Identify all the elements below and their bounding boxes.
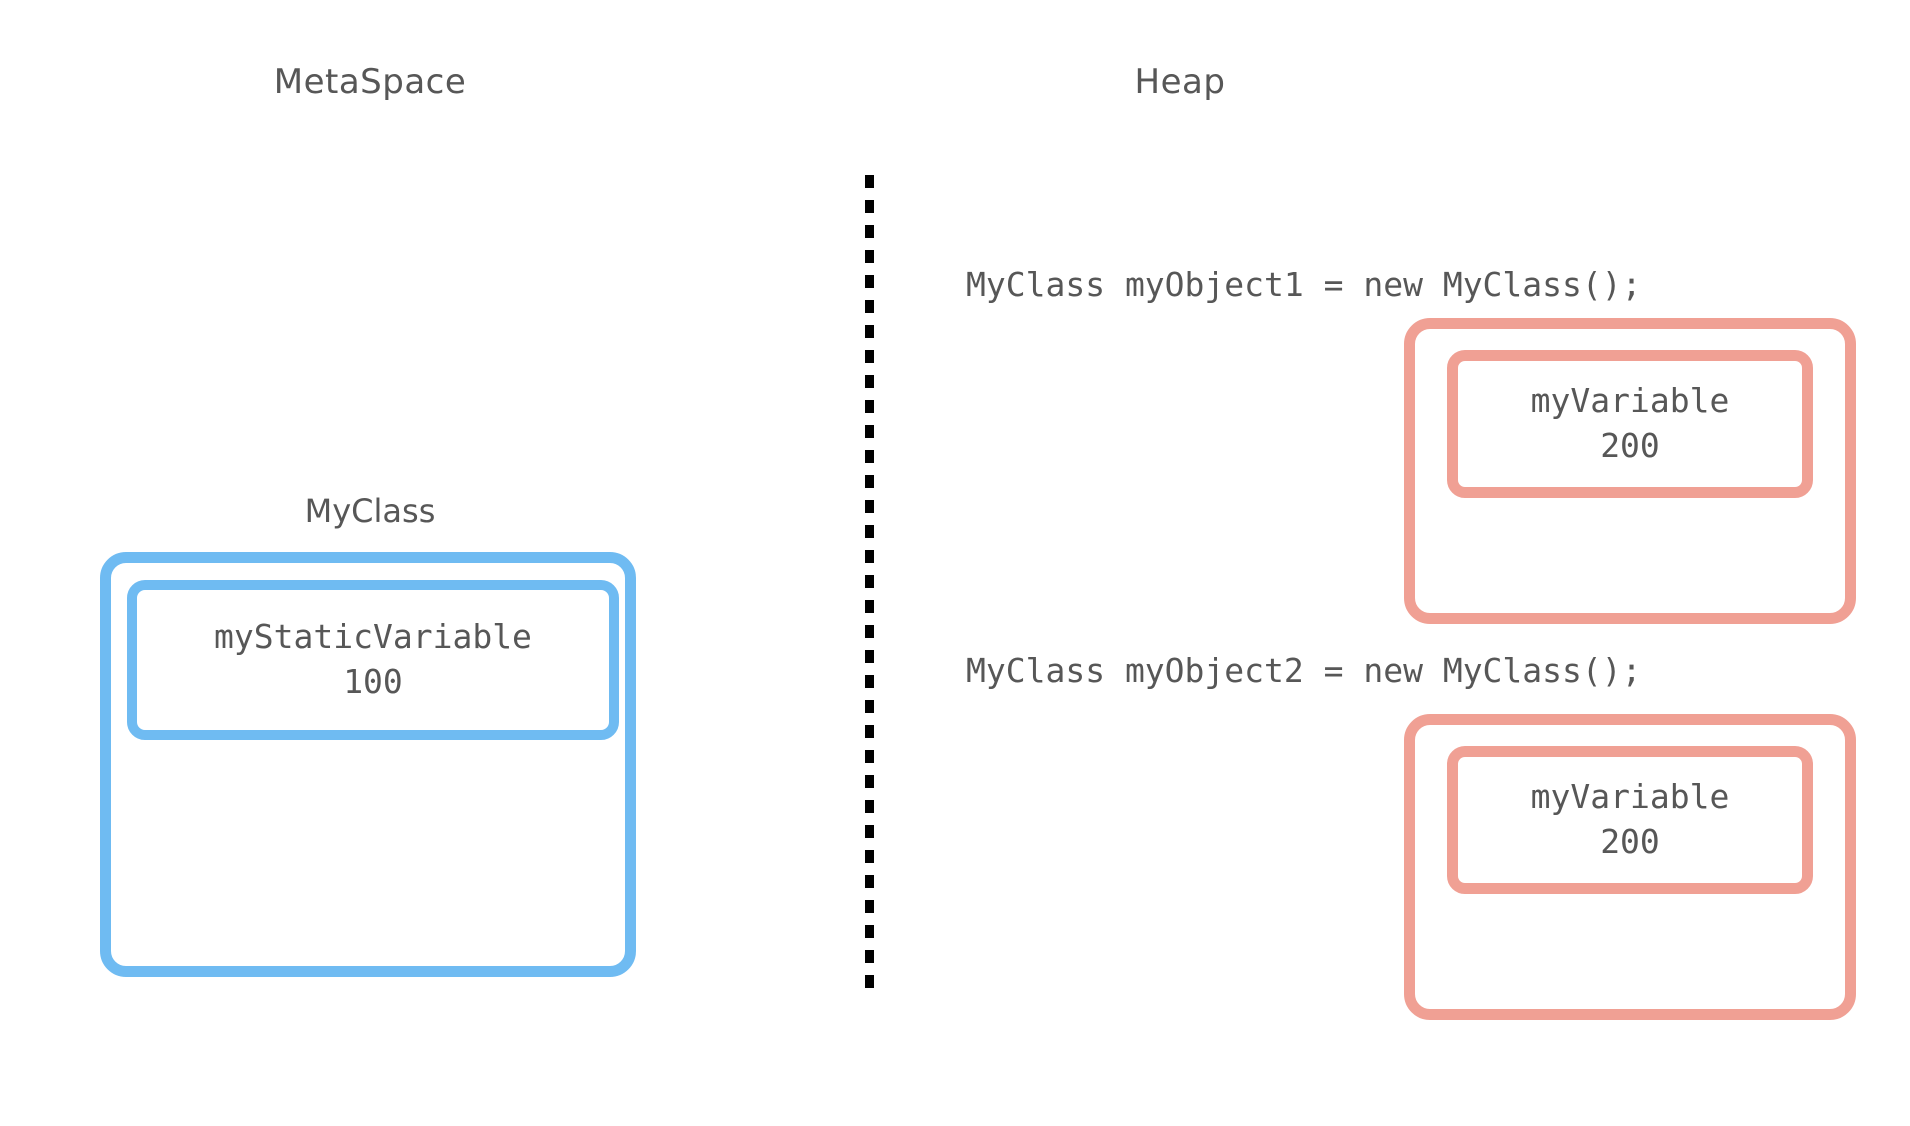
heap-object1-variable-box: myVariable 200 — [1447, 350, 1813, 498]
heap-object2-box — [1404, 714, 1856, 1020]
heap-section-title: Heap — [1134, 62, 1226, 102]
heap-object1-code-line: MyClass myObject1 = new MyClass(); — [966, 265, 1642, 304]
heap-object2-variable-box: myVariable 200 — [1447, 746, 1813, 894]
object2-variable-name: myVariable — [1530, 777, 1730, 817]
object1-variable-name: myVariable — [1530, 381, 1730, 421]
static-variable-name: myStaticVariable — [214, 617, 532, 657]
metaspace-section-title: MetaSpace — [273, 62, 467, 102]
object1-variable-value: 200 — [1600, 426, 1660, 465]
metaspace-class-box — [100, 552, 636, 977]
vertical-dotted-divider — [865, 175, 874, 997]
static-variable-value: 100 — [343, 662, 403, 701]
heap-object2-code-line: MyClass myObject2 = new MyClass(); — [966, 651, 1642, 690]
heap-object1-box — [1404, 318, 1856, 624]
metaspace-class-label: MyClass — [304, 492, 436, 530]
object2-variable-value: 200 — [1600, 822, 1660, 861]
metaspace-static-variable-box: myStaticVariable 100 — [127, 580, 619, 740]
